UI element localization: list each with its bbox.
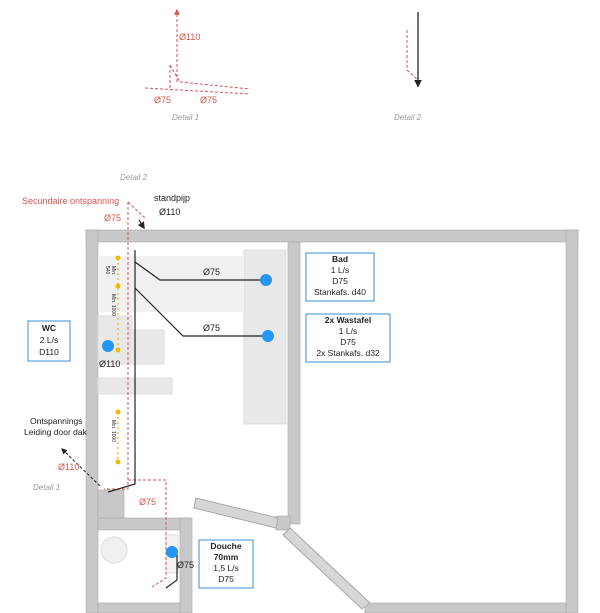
wc-diameter: Ø110 (99, 359, 120, 369)
bad-connection-point (260, 274, 272, 286)
douche-diameter: Ø75 (177, 560, 194, 570)
wall-stub (97, 489, 125, 519)
min-label-540b: 540 (104, 266, 110, 275)
bad-box-line-1: 1 L/s (331, 265, 349, 275)
dim-dot-5 (115, 459, 121, 465)
douche-connection-point (166, 546, 178, 558)
secundaire-diameter: Ø75 (104, 213, 121, 223)
detail-1-diagram: Ø110 Ø75 Ø75 Detail 1 (144, 8, 251, 122)
vent-lines (61, 201, 167, 588)
detail-1-reference: Detail 1 (33, 483, 60, 492)
detail-2-caption: Detail 2 (394, 113, 422, 122)
wc-box-line-1: 2 L/s (40, 335, 58, 345)
bad-info-box: Bad 1 L/s D75 Stankafs. d40 (305, 252, 375, 302)
detail-1-upper-drain (179, 81, 251, 90)
wastafel-box-line-3: 2x Stankafs. d32 (316, 348, 380, 358)
wall-bottom-right (364, 602, 567, 613)
door-bath (193, 497, 279, 529)
detail-1-caption: Detail 1 (172, 113, 199, 122)
douche-info-box: Douche 70mm 1,5 L/s D75 (198, 539, 254, 589)
standpipe-line (107, 250, 136, 493)
ontspannings-label-line2: Leiding door dak (24, 427, 88, 437)
detail-1-left-diameter: Ø75 (154, 95, 171, 105)
wastafel-drain (134, 287, 268, 337)
dim-dot-4 (115, 409, 121, 415)
wastafel-box-title: 2x Wastafel (325, 315, 371, 325)
standpipe-arrow (137, 219, 145, 230)
dim-dot-3 (115, 347, 121, 353)
bad-box-frame (305, 252, 375, 302)
wall-douche-right (179, 517, 193, 613)
wc-connection-point (102, 340, 114, 352)
floor-area (98, 256, 244, 312)
bad-box-title: Bad (332, 254, 348, 264)
ontspanning-arrow (61, 448, 101, 487)
dim-dot-1 (115, 255, 121, 261)
wastafel-info-box: 2x Wastafel 1 L/s D75 2x Stankafs. d32 (305, 313, 391, 363)
min-label-1000-a: Min. 1000 (110, 294, 116, 316)
vent-douche (128, 479, 167, 588)
wall-left (85, 229, 99, 613)
wall-right (565, 229, 579, 613)
detail-2-reference: Detail 2 (120, 173, 148, 182)
dimension-markers (115, 255, 121, 465)
vent-riser (104, 202, 129, 490)
douche-vent-diameter: Ø75 (139, 497, 156, 507)
bad-box-line-3: Stankafs. d40 (314, 287, 366, 297)
bad-box-line-2: D75 (332, 276, 348, 286)
wc-box-title: WC (42, 323, 56, 333)
wc-box-line-2: D110 (39, 347, 59, 357)
wastafel-box-line-1: 1 L/s (339, 326, 357, 336)
bad-drain (134, 261, 265, 281)
walls (85, 229, 579, 613)
shower-drain-round (100, 536, 128, 564)
douche-box-title: Douche (210, 541, 241, 551)
min-label-540a: Min. (110, 266, 116, 275)
detail-1-right-diameter: Ø75 (200, 95, 217, 105)
min-label-1000-b: Min. 1000 (110, 420, 116, 442)
wastafel-box-frame (305, 313, 391, 363)
ontspanning-diameter: Ø110 (58, 462, 79, 472)
wall-middle (287, 241, 301, 525)
standpijp-label: standpijp (154, 193, 190, 203)
douche-box-line-2: D75 (218, 574, 234, 584)
detail-1-vertical-diameter: Ø110 (179, 32, 200, 42)
wall-douche-top (97, 517, 191, 531)
douche-box-line-1: 1,5 L/s (213, 563, 239, 573)
douche-box-title-2: 70mm (214, 552, 239, 562)
douche-drain (165, 553, 178, 589)
wc-info-box: WC 2 L/s D110 (27, 320, 71, 362)
dim-dot-2 (115, 283, 121, 289)
detail-2-connection (406, 69, 419, 81)
detail-1-main-drain (144, 87, 251, 95)
wastafel-connection-point (262, 330, 274, 342)
wastafel-box-line-2: D75 (340, 337, 356, 347)
detail-2-diagram: Detail 2 (394, 12, 422, 122)
standpijp-diameter: Ø110 (159, 207, 180, 217)
doors (193, 497, 371, 610)
secundaire-ontspanning-label: Secundaire ontspanning (22, 196, 119, 206)
bad-pipe-diameter: Ø75 (203, 267, 220, 277)
ontspannings-label-line1: Ontspannings (30, 416, 82, 426)
detail-1-branch (169, 64, 181, 83)
wall-top (85, 229, 579, 243)
door-swing (289, 529, 356, 599)
wall-bottom-left (97, 602, 181, 613)
vent-secundaire-connector (127, 201, 146, 219)
drain-lines (107, 219, 268, 589)
toilet-tank (129, 329, 165, 365)
wc-box-frame (27, 320, 71, 362)
wastafel-pipe-diameter: Ø75 (203, 323, 220, 333)
douche-box-frame (198, 539, 254, 589)
toilet (97, 315, 133, 365)
